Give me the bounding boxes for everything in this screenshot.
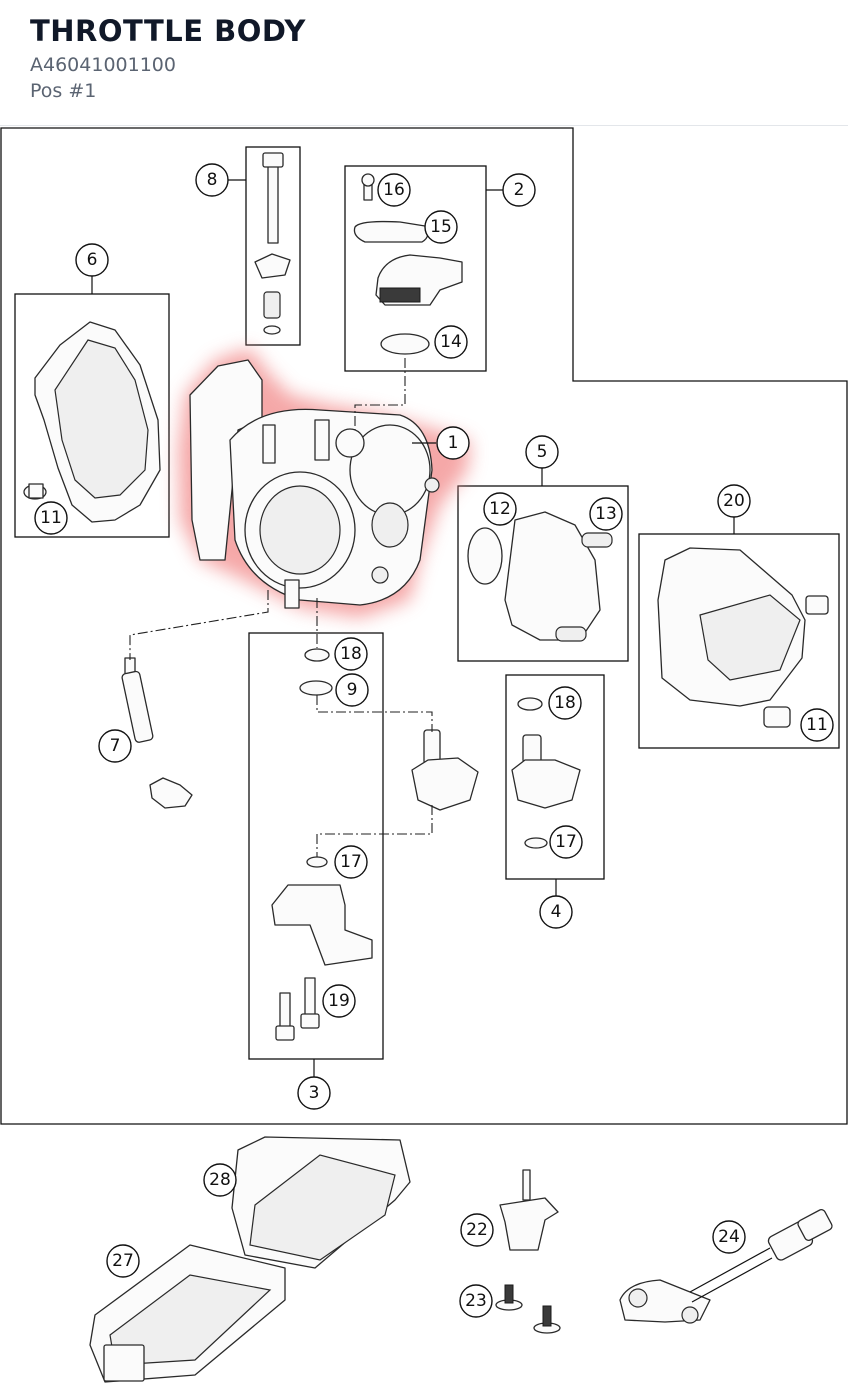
injector-3-assembly-parts bbox=[271, 648, 479, 1041]
callout-11-housing[interactable]: 11 bbox=[800, 708, 834, 742]
callout-7[interactable]: 7 bbox=[98, 729, 132, 763]
injector-4-parts bbox=[511, 697, 581, 849]
group-box-5 bbox=[457, 485, 629, 662]
svg-text:8: 8 bbox=[207, 170, 218, 190]
svg-text:9: 9 bbox=[347, 680, 358, 700]
svg-text:22: 22 bbox=[466, 1220, 488, 1240]
screw-23-part bbox=[495, 1284, 561, 1334]
svg-text:28: 28 bbox=[209, 1170, 231, 1190]
assembly-line bbox=[354, 358, 406, 430]
position-label: Pos #1 bbox=[30, 80, 97, 102]
callout-5[interactable]: 5 bbox=[525, 435, 559, 469]
throttle-cover-part bbox=[23, 321, 161, 523]
callout-3[interactable]: 3 bbox=[297, 1076, 331, 1110]
svg-text:17: 17 bbox=[555, 832, 577, 852]
callout-6[interactable]: 6 bbox=[75, 243, 109, 277]
svg-text:23: 23 bbox=[465, 1291, 487, 1311]
svg-text:13: 13 bbox=[595, 504, 617, 524]
control-unit-27-part bbox=[89, 1244, 286, 1383]
page-title: THROTTLE BODY bbox=[30, 14, 306, 48]
svg-text:12: 12 bbox=[489, 499, 511, 519]
control-unit-28-part bbox=[231, 1136, 411, 1269]
sensor-22-part bbox=[499, 1169, 559, 1251]
svg-text:15: 15 bbox=[430, 217, 452, 237]
svg-text:4: 4 bbox=[551, 902, 562, 922]
callout-12[interactable]: 12 bbox=[483, 492, 517, 526]
callout-28[interactable]: 28 bbox=[203, 1163, 237, 1197]
svg-text:19: 19 bbox=[328, 991, 350, 1011]
group-box-2 bbox=[344, 165, 487, 372]
group-box-3 bbox=[248, 632, 384, 1060]
sensor-housing-20-parts bbox=[657, 547, 829, 728]
callout-1[interactable]: 1 bbox=[436, 426, 470, 460]
callout-16[interactable]: 16 bbox=[377, 173, 411, 207]
svg-text:24: 24 bbox=[718, 1227, 740, 1247]
sensor-7-part bbox=[121, 657, 193, 809]
svg-text:5: 5 bbox=[537, 442, 548, 462]
svg-text:6: 6 bbox=[87, 250, 98, 270]
svg-text:14: 14 bbox=[440, 332, 462, 352]
main-assembly-frame bbox=[0, 127, 848, 1125]
callout-11-cover[interactable]: 11 bbox=[34, 501, 68, 535]
callout-19[interactable]: 19 bbox=[322, 984, 356, 1018]
callout-15[interactable]: 15 bbox=[424, 210, 458, 244]
svg-text:17: 17 bbox=[340, 852, 362, 872]
callout-8[interactable]: 8 bbox=[195, 163, 229, 197]
svg-text:18: 18 bbox=[340, 644, 362, 664]
callout-18-group4[interactable]: 18 bbox=[548, 686, 582, 720]
group-box-4 bbox=[505, 674, 605, 880]
callout-18-group3[interactable]: 18 bbox=[334, 637, 368, 671]
assembly-line bbox=[316, 805, 433, 857]
group-box-8 bbox=[245, 146, 301, 346]
idle-adjust-screw-part bbox=[254, 152, 291, 335]
callout-23[interactable]: 23 bbox=[459, 1284, 493, 1318]
callout-27[interactable]: 27 bbox=[106, 1244, 140, 1278]
callout-13[interactable]: 13 bbox=[589, 497, 623, 531]
svg-text:7: 7 bbox=[110, 736, 121, 756]
callout-24[interactable]: 24 bbox=[712, 1220, 746, 1254]
callout-9[interactable]: 9 bbox=[335, 673, 369, 707]
callout-14[interactable]: 14 bbox=[434, 325, 468, 359]
sensor-cable-24-part bbox=[619, 1209, 833, 1324]
svg-text:27: 27 bbox=[112, 1251, 134, 1271]
assembly-line bbox=[129, 590, 269, 660]
part-number: A46041001100 bbox=[30, 54, 176, 76]
map-sensor-parts bbox=[467, 511, 613, 642]
svg-text:2: 2 bbox=[514, 180, 525, 200]
callout-17-group4[interactable]: 17 bbox=[549, 825, 583, 859]
svg-text:3: 3 bbox=[309, 1083, 320, 1103]
callout-20[interactable]: 20 bbox=[717, 484, 751, 518]
callout-4[interactable]: 4 bbox=[539, 895, 573, 929]
callout-2[interactable]: 2 bbox=[502, 173, 536, 207]
svg-text:11: 11 bbox=[806, 715, 828, 735]
throttle-body-part bbox=[189, 359, 440, 609]
callout-17-group3[interactable]: 17 bbox=[334, 845, 368, 879]
page-header: THROTTLE BODY A46041001100 Pos #1 bbox=[0, 0, 848, 126]
group-box-20 bbox=[638, 533, 840, 749]
svg-text:20: 20 bbox=[723, 491, 745, 511]
callout-22[interactable]: 22 bbox=[460, 1213, 494, 1247]
svg-text:1: 1 bbox=[448, 433, 459, 453]
assembly-line bbox=[316, 695, 433, 732]
svg-text:18: 18 bbox=[554, 693, 576, 713]
svg-text:16: 16 bbox=[383, 180, 405, 200]
svg-text:11: 11 bbox=[40, 508, 62, 528]
